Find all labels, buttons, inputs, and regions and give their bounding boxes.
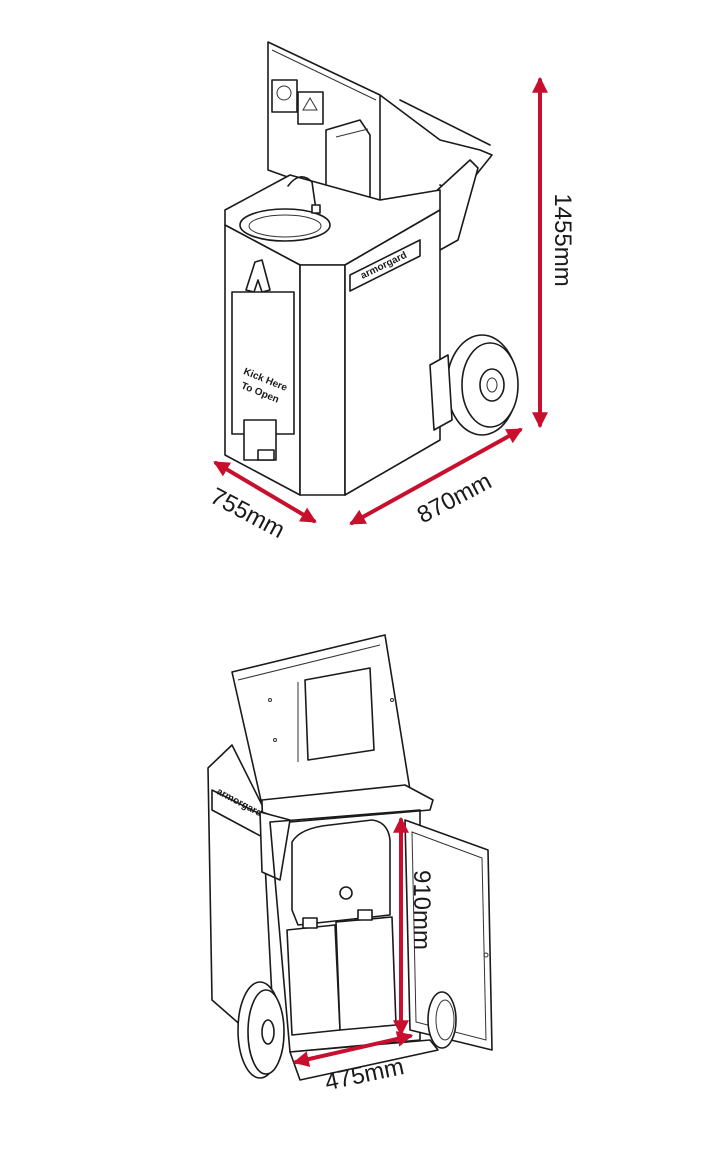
bottom-open-unit: armorgard <box>207 634 493 1081</box>
width-dimension-line <box>213 461 317 523</box>
top-wheel <box>446 334 519 436</box>
inner-width-dimension-line <box>292 1031 414 1067</box>
inner-height-dimension-label: 910mm <box>408 870 435 950</box>
sticker-warning-icon <box>297 91 324 125</box>
depth-dimension-line <box>349 428 523 525</box>
bottom-wheel-right <box>427 991 457 1049</box>
height-dimension-label: 1455mm <box>549 193 576 286</box>
kick-sign-panel <box>231 291 295 435</box>
faucet <box>287 176 317 211</box>
water-container-left <box>286 924 341 1036</box>
sticker-hands-icon <box>271 79 298 113</box>
depth-dimension-label: 870mm <box>413 468 496 529</box>
brand-logo-icon <box>245 259 271 293</box>
upper-waste-tank <box>291 819 391 926</box>
bottom-wheel-left <box>237 981 285 1079</box>
water-container-right <box>335 916 397 1031</box>
width-dimension-label: 755mm <box>206 483 289 544</box>
top-handwash-unit: Kick Here To Open armorgard <box>224 41 519 496</box>
